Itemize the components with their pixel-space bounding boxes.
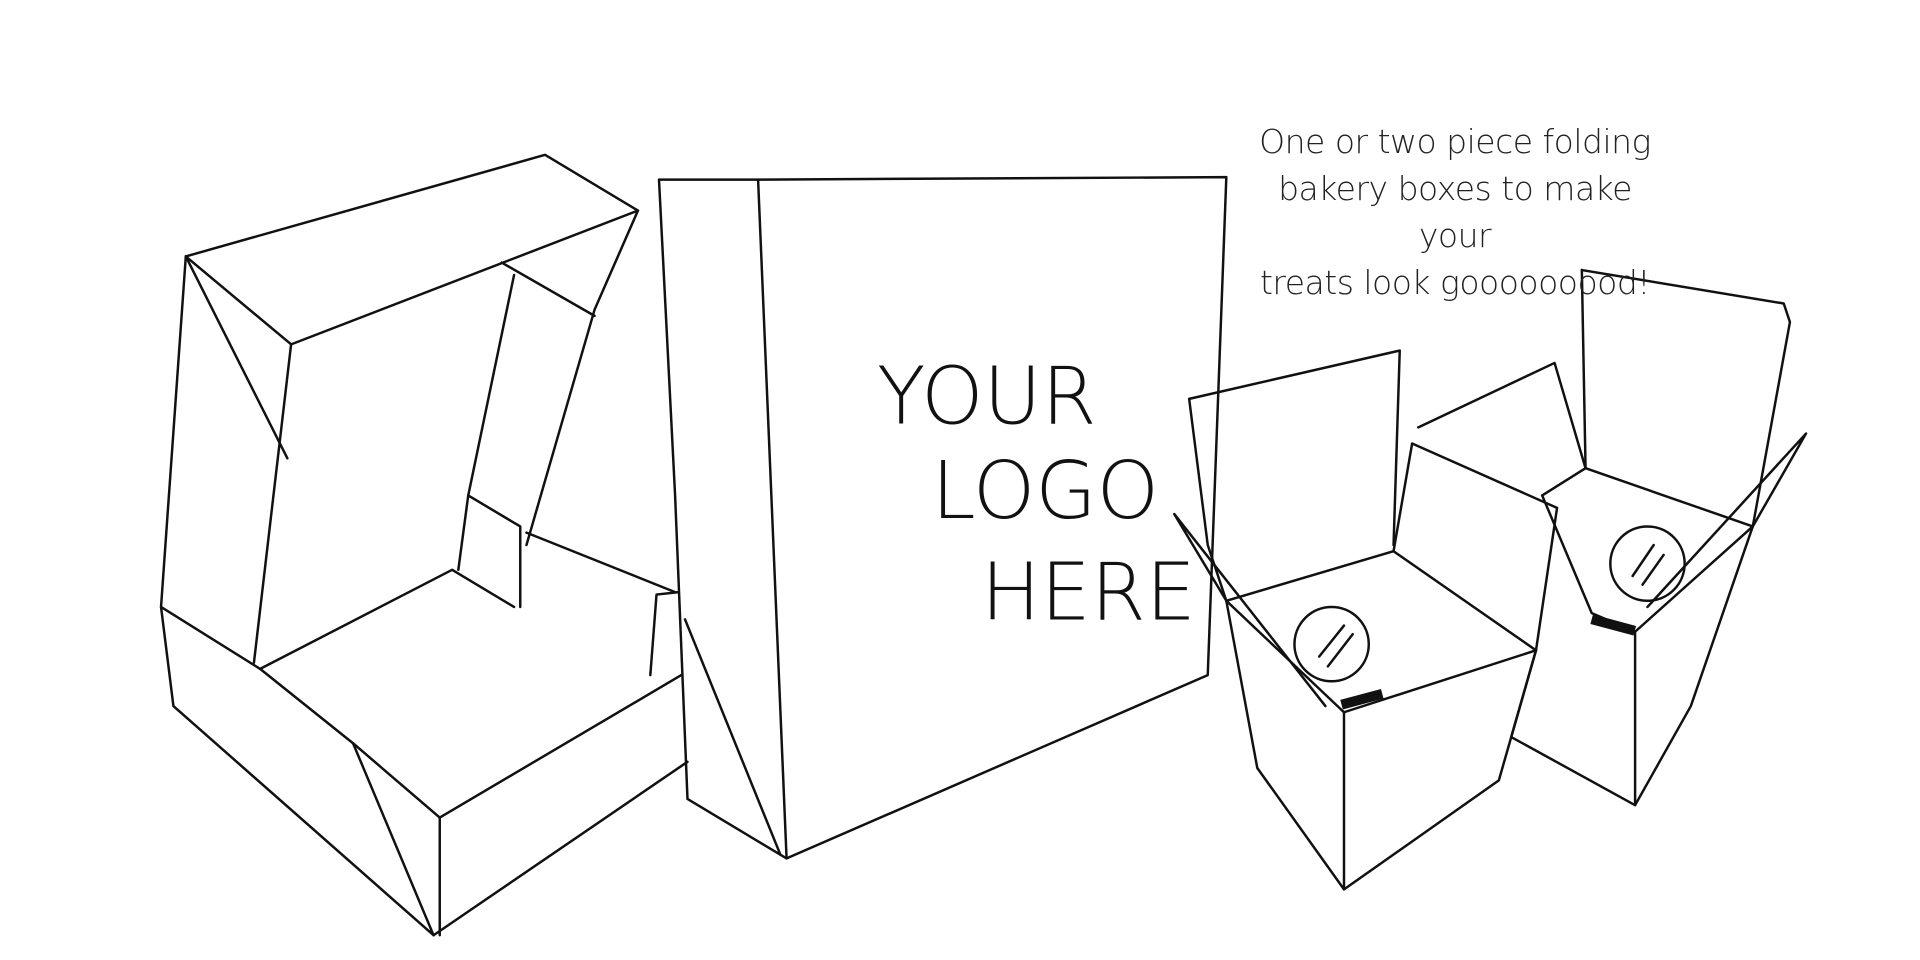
caption-line: One or two piece folding xyxy=(1259,122,1651,161)
caption-text: One or two piece folding bakery boxes to… xyxy=(1240,118,1670,306)
logo-line-2: LOGO xyxy=(932,444,1160,537)
caption-line: treats look gooooooood! xyxy=(1259,263,1651,302)
logo-line-3: HERE xyxy=(981,545,1196,638)
logo-line-1: YOUR xyxy=(877,350,1097,443)
open-lid-tray-box xyxy=(159,153,689,937)
cupcake-box-back xyxy=(1417,268,1808,807)
cupcake-box-front xyxy=(1173,349,1559,891)
logo-bag: YOUR LOGO HERE xyxy=(657,175,1228,860)
caption-line: bakery boxes to make your xyxy=(1278,169,1632,255)
